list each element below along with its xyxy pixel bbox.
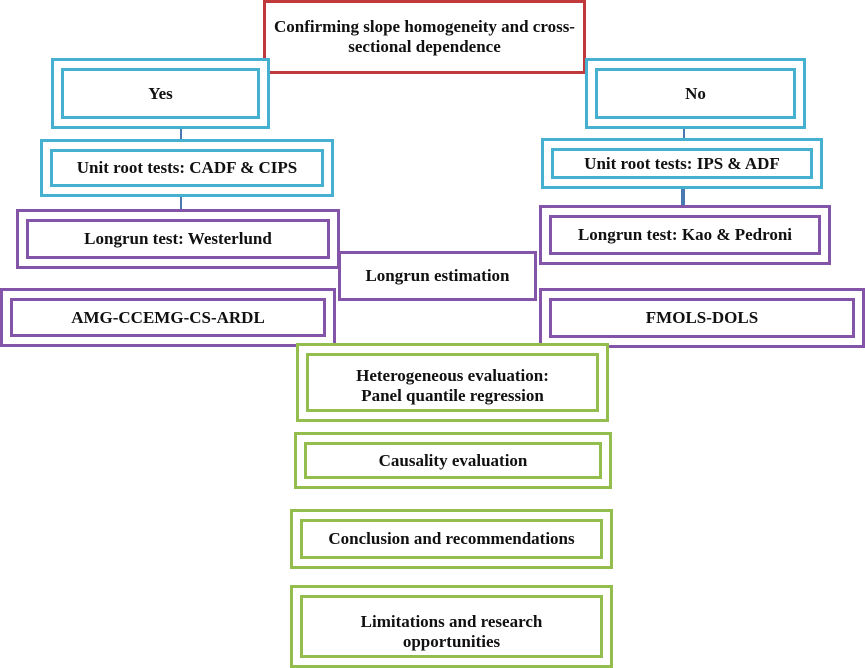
node-unit-root-ips-adf-inner: Unit root tests: IPS & ADF	[551, 148, 813, 179]
node-longrun-estimation-label: Longrun estimation	[365, 266, 510, 285]
node-heterogeneous-evaluation: Heterogeneous evaluation: Panel quantile…	[296, 343, 609, 422]
node-yes: Yes	[51, 58, 270, 129]
node-confirming-homogeneity: Confirming slope homogeneity and cross-s…	[263, 0, 586, 74]
connector-no-to-unit-root	[683, 128, 685, 140]
node-conclusion-recommendations-inner: Conclusion and recommendations	[300, 519, 603, 559]
node-fmols-dols-inner: FMOLS-DOLS	[549, 298, 855, 338]
connector-yes-to-unit-root	[180, 128, 182, 140]
node-unit-root-cadf-cips-inner: Unit root tests: CADF & CIPS	[50, 149, 324, 187]
node-conclusion-recommendations: Conclusion and recommendations	[290, 509, 613, 569]
node-no: No	[585, 58, 806, 129]
node-causality-evaluation-inner: Causality evaluation	[304, 442, 602, 479]
node-longrun-westerlund: Longrun test: Westerlund	[16, 209, 340, 269]
node-fmols-dols: FMOLS-DOLS	[539, 288, 865, 348]
node-unit-root-cadf-cips-label: Unit root tests: CADF & CIPS	[76, 158, 298, 177]
node-longrun-estimation: Longrun estimation	[338, 251, 537, 301]
node-no-inner: No	[595, 68, 796, 119]
node-confirming-homogeneity-label: Confirming slope homogeneity and cross-s…	[274, 17, 575, 56]
node-longrun-kao-pedroni: Longrun test: Kao & Pedroni	[539, 205, 831, 265]
connector-unit-root-to-kao	[681, 188, 685, 214]
node-heterogeneous-evaluation-label: Heterogeneous evaluation: Panel quantile…	[356, 366, 549, 405]
node-no-label: No	[685, 83, 706, 103]
node-unit-root-cadf-cips: Unit root tests: CADF & CIPS	[40, 139, 334, 197]
node-amg-ccemg-cs-ardl-inner: AMG-CCEMG-CS-ARDL	[10, 298, 326, 337]
connector-unit-root-to-westerlund	[180, 196, 182, 210]
node-yes-label: Yes	[148, 83, 173, 103]
node-causality-evaluation: Causality evaluation	[294, 432, 612, 489]
node-limitations-opportunities: Limitations and research opportunities	[290, 585, 613, 668]
node-fmols-dols-label: FMOLS-DOLS	[645, 308, 759, 327]
node-amg-ccemg-cs-ardl-label: AMG-CCEMG-CS-ARDL	[71, 307, 265, 327]
node-heterogeneous-evaluation-inner: Heterogeneous evaluation: Panel quantile…	[306, 353, 599, 412]
node-longrun-kao-pedroni-label: Longrun test: Kao & Pedroni	[577, 225, 793, 244]
node-unit-root-ips-adf-label: Unit root tests: IPS & ADF	[584, 153, 780, 173]
node-limitations-opportunities-inner: Limitations and research opportunities	[300, 595, 603, 658]
node-longrun-westerlund-label: Longrun test: Westerlund	[84, 229, 272, 248]
node-unit-root-ips-adf: Unit root tests: IPS & ADF	[541, 138, 823, 189]
node-amg-ccemg-cs-ardl: AMG-CCEMG-CS-ARDL	[0, 288, 336, 347]
node-longrun-kao-pedroni-inner: Longrun test: Kao & Pedroni	[549, 215, 821, 255]
node-conclusion-recommendations-label: Conclusion and recommendations	[328, 529, 575, 548]
node-longrun-westerlund-inner: Longrun test: Westerlund	[26, 219, 330, 259]
node-yes-inner: Yes	[61, 68, 260, 119]
node-limitations-opportunities-label: Limitations and research opportunities	[360, 612, 543, 651]
node-causality-evaluation-label: Causality evaluation	[378, 450, 528, 470]
